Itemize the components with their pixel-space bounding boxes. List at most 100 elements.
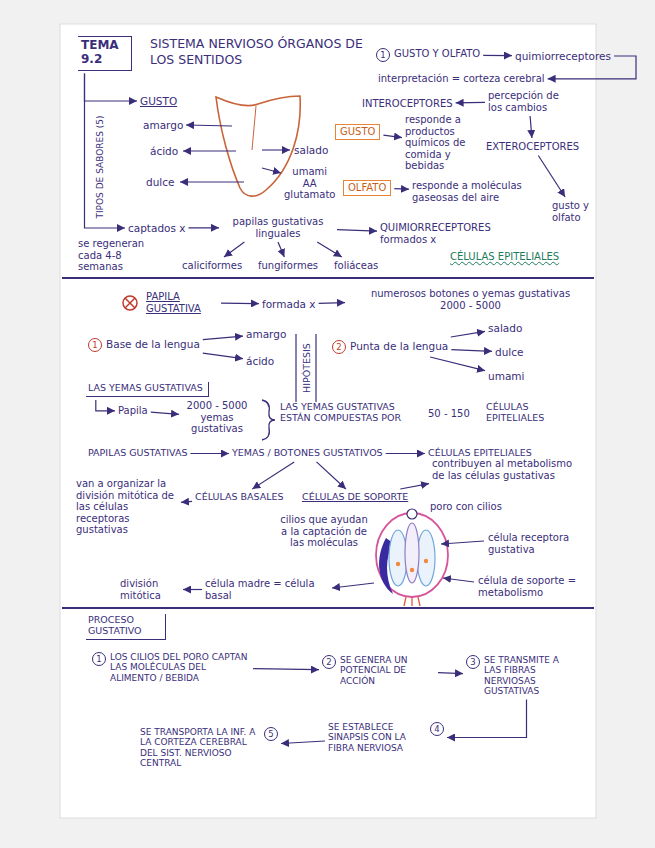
note-node: ácido bbox=[246, 355, 274, 367]
tongue-outline bbox=[216, 96, 300, 196]
node-text: GUSTO Y OLFATO bbox=[394, 48, 480, 60]
connector-arrow bbox=[337, 230, 377, 231]
note-node: célula madre = célula basal bbox=[205, 578, 325, 601]
node-text: célula madre = célula basal bbox=[205, 578, 325, 601]
node-text: captados x bbox=[128, 222, 186, 234]
note-node: se regeneran cada 4-8 semanas bbox=[78, 238, 156, 273]
node-text: PROCESO GUSTATIVO bbox=[88, 615, 160, 637]
node-text: Base de la lengua bbox=[106, 338, 200, 350]
note-node: 2000 - 5000 yemas gustativas bbox=[182, 400, 252, 435]
note-node: EXTEROCEPTORES bbox=[486, 141, 579, 153]
node-text: fungiformes bbox=[258, 260, 318, 272]
cross-circle bbox=[123, 296, 137, 310]
connector-arrow bbox=[189, 227, 220, 228]
receptor-cell bbox=[405, 523, 419, 583]
connector-arrow bbox=[538, 156, 565, 198]
node-text: se regeneran cada 4-8 semanas bbox=[78, 238, 156, 273]
taste-leaders bbox=[180, 125, 290, 182]
note-node: Papila bbox=[118, 405, 148, 417]
node-text: EXTEROCEPTORES bbox=[486, 141, 579, 153]
vertical-label: HIPÓTESIS bbox=[301, 343, 312, 393]
node-text: van a organizar la división mitótica de … bbox=[76, 478, 178, 536]
connector-arrow bbox=[319, 302, 345, 304]
node-text: CÉLULAS DE SOPORTE bbox=[302, 492, 408, 503]
node-text: CÉLULAS EPITELIALES bbox=[428, 448, 532, 459]
note-node: formada x bbox=[262, 298, 316, 310]
note-node: CÉLULAS DE SOPORTE bbox=[302, 492, 408, 503]
node-text: umami bbox=[488, 370, 524, 382]
node-text: papilas gustativas linguales bbox=[222, 216, 334, 239]
connector-arrow bbox=[383, 135, 402, 138]
connector-arrow bbox=[252, 462, 294, 489]
node-text: CÉLULAS EPITELIALES bbox=[450, 251, 559, 263]
node-text: foliáceas bbox=[334, 260, 378, 272]
node-text: AA bbox=[284, 178, 335, 190]
note-node: salado bbox=[294, 144, 328, 156]
note-node: poro con cilios bbox=[430, 501, 502, 513]
note-node: captados x bbox=[128, 222, 186, 234]
note-node: CÉLULAS EPITELIALES bbox=[450, 251, 559, 263]
node-text: SE GENERA UN POTENCIAL DE ACCIÓN bbox=[340, 655, 435, 686]
taste-bud-drawing bbox=[376, 509, 448, 606]
leader-arrow bbox=[186, 125, 232, 126]
node-text: YEMAS / BOTONES GUSTATIVOS bbox=[232, 448, 383, 459]
node-text: caliciformes bbox=[182, 260, 242, 272]
connector-arrow bbox=[394, 188, 409, 190]
note-node: interpretación = corteza cerebral bbox=[378, 73, 545, 85]
node-text: gusto y olfato bbox=[552, 200, 597, 223]
node-text: OLFATO bbox=[348, 182, 386, 194]
leader-arrow bbox=[180, 181, 244, 182]
note-node: célula de soporte = metabolismo bbox=[478, 575, 618, 598]
connector-arrow bbox=[317, 462, 346, 489]
node-text: INTEROCEPTORES bbox=[362, 98, 453, 110]
node-text: ácido bbox=[246, 355, 274, 367]
connector-arrow bbox=[253, 669, 319, 670]
note-node: PAPILAS GUSTATIVAS bbox=[88, 448, 187, 459]
connector-arrow bbox=[151, 412, 179, 414]
sense-box: OLFATO bbox=[343, 180, 391, 196]
node-text: 50 - 150 bbox=[428, 408, 470, 420]
taste-pore bbox=[407, 509, 417, 519]
node-text: SE TRANSPORTA LA INF. A LA CORTEZA CEREB… bbox=[140, 727, 260, 768]
connector-arrow bbox=[203, 336, 243, 340]
note-node: foliáceas bbox=[334, 260, 378, 272]
note-node: CÉLULAS EPITELIALES bbox=[428, 448, 532, 459]
node-text: cilios que ayudan a la captación de las … bbox=[278, 514, 370, 549]
note-node: 2Punta de la lengua bbox=[332, 340, 448, 354]
cross-line bbox=[125, 298, 135, 308]
step-number: 3 bbox=[466, 655, 480, 669]
connector-arrow bbox=[183, 589, 202, 590]
note-node: 1LOS CILIOS DEL PORO CAPTAN LAS MOLÉCULA… bbox=[92, 652, 250, 683]
nucleus-dot bbox=[410, 568, 414, 572]
note-node: amargo bbox=[143, 119, 183, 131]
node-text: CÉLULAS EPITELIALES bbox=[486, 402, 568, 424]
connector-arrow bbox=[456, 102, 485, 104]
note-node: LAS YEMAS GUSTATIVAS ESTÁN COMPUESTAS PO… bbox=[280, 402, 420, 424]
note-node: responde a moléculas gaseosas del aire bbox=[412, 180, 540, 203]
node-text: 2000 - 5000 bbox=[348, 300, 593, 312]
connector-arrow bbox=[190, 453, 229, 454]
note-node: numerosos botones o yemas gustativas2000… bbox=[348, 288, 593, 311]
node-text: responde a productos químicos de comida … bbox=[405, 114, 477, 172]
vertical-label-holder: TIPOS DE SABORES (5) bbox=[95, 115, 105, 218]
note-node: amargo bbox=[246, 328, 286, 340]
note-node: umamiAAglutamato bbox=[284, 166, 335, 201]
node-text: quimiorreceptores bbox=[515, 50, 611, 62]
node-text: ácido bbox=[150, 145, 178, 157]
curly-brace bbox=[262, 400, 275, 440]
note-node: INTEROCEPTORES bbox=[362, 98, 453, 110]
node-text: amargo bbox=[143, 119, 183, 131]
connector-arrow bbox=[400, 484, 429, 489]
bud-outline bbox=[376, 513, 448, 597]
node-text: LAS YEMAS GUSTATIVAS bbox=[88, 383, 203, 394]
node-text: SE TRANSMITE A LAS FIBRAS NERVIOSAS GUST… bbox=[484, 655, 576, 696]
node-text: percepción de los cambios bbox=[488, 90, 570, 113]
note-node: 1Base de la lengua bbox=[88, 338, 200, 352]
step-number: 4 bbox=[430, 722, 444, 736]
node-text: salado bbox=[294, 144, 328, 156]
node-text: célula de soporte = metabolismo bbox=[478, 575, 618, 598]
node-text: LOS CILIOS DEL PORO CAPTAN LAS MOLÉCULAS… bbox=[110, 652, 250, 683]
note-node: ácido bbox=[150, 145, 178, 157]
